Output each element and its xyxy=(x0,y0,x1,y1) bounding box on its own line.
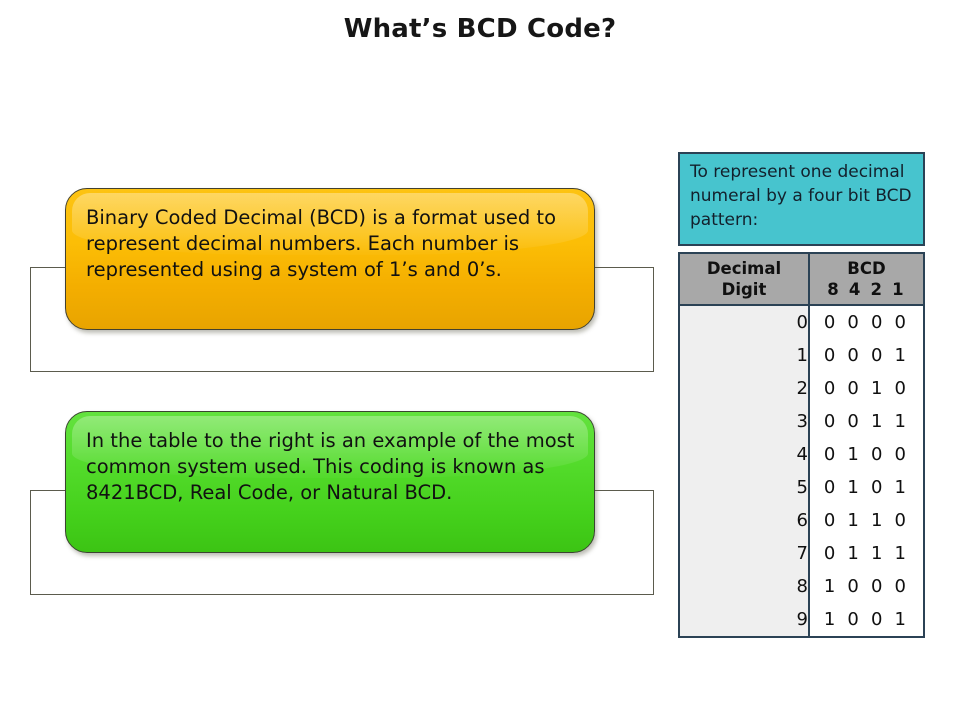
cell-bcd-pattern: 0 0 1 0 xyxy=(809,371,923,405)
note-box: To represent one decimal numeral by a fo… xyxy=(678,152,925,246)
column-header-decimal: Decimal Digit xyxy=(680,254,810,306)
page-title: What’s BCD Code? xyxy=(343,14,617,44)
cell-decimal-digit: 2 xyxy=(680,371,810,405)
callout-green-text: In the table to the right is an example … xyxy=(86,429,575,504)
cell-decimal-digit: 7 xyxy=(680,536,810,570)
callout-orange-text: Binary Coded Decimal (BCD) is a format u… xyxy=(86,206,556,281)
cell-decimal-digit: 9 xyxy=(680,602,810,636)
cell-bcd-pattern: 1 0 0 1 xyxy=(809,602,923,636)
cell-bcd-pattern: 0 0 0 1 xyxy=(809,339,923,372)
cell-bcd-pattern: 0 0 1 1 xyxy=(809,404,923,438)
cell-bcd-pattern: 0 0 0 0 xyxy=(809,305,923,339)
cell-decimal-digit: 1 xyxy=(680,339,810,372)
table-header-row: Decimal Digit BCD 8 4 2 1 xyxy=(680,254,923,306)
bcd-table-head: Decimal Digit BCD 8 4 2 1 xyxy=(680,254,923,306)
cell-decimal-digit: 5 xyxy=(680,470,810,504)
cell-decimal-digit: 8 xyxy=(680,569,810,603)
cell-decimal-digit: 6 xyxy=(680,503,810,537)
cell-decimal-digit: 3 xyxy=(680,404,810,438)
column-header-bcd-line1: BCD xyxy=(847,259,886,278)
cell-bcd-pattern: 0 1 0 0 xyxy=(809,437,923,471)
cell-bcd-pattern: 0 1 1 0 xyxy=(809,503,923,537)
column-header-decimal-line1: Decimal xyxy=(706,259,782,278)
cell-bcd-pattern: 0 1 1 1 xyxy=(809,536,923,570)
cell-decimal-digit: 4 xyxy=(680,437,810,471)
column-header-decimal-line2: Digit xyxy=(721,280,767,299)
cell-bcd-pattern: 0 1 0 1 xyxy=(809,470,923,504)
cell-bcd-pattern: 1 0 0 0 xyxy=(809,569,923,603)
callout-box-green: In the table to the right is an example … xyxy=(65,411,595,553)
column-header-bcd-weights: 8 4 2 1 xyxy=(827,280,906,299)
cell-decimal-digit: 0 xyxy=(680,305,810,339)
column-header-bcd: BCD 8 4 2 1 xyxy=(809,254,923,306)
callout-box-orange: Binary Coded Decimal (BCD) is a format u… xyxy=(65,188,595,330)
